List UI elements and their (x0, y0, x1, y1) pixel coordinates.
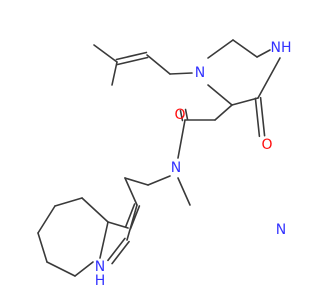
bond-line (231, 97, 259, 106)
bond-line (169, 72, 193, 75)
bond-line (107, 237, 126, 262)
bond-line (115, 51, 148, 61)
atom-label-n-amide: N (171, 160, 181, 176)
atom-label-h-pyrazole: H (95, 273, 106, 289)
atom-label-nh-piperazine-4: NH (271, 40, 292, 56)
bond-line (126, 204, 138, 241)
bond-line (54, 197, 83, 207)
bond-line (232, 39, 258, 58)
bond-line (207, 84, 233, 106)
bond-line (179, 109, 184, 122)
bond-line (37, 232, 48, 263)
bond-line (93, 44, 118, 63)
bond-line (124, 177, 138, 206)
bond-line (124, 203, 136, 228)
bond-line (259, 96, 266, 137)
bond-line (99, 221, 109, 259)
bond-line (111, 61, 118, 86)
bond-line (254, 97, 261, 138)
bond-line (37, 205, 56, 234)
atom-label-o-ketone: O (261, 137, 272, 153)
bond-line (107, 221, 129, 229)
atom-label-n-pyrazole-2: N (276, 222, 286, 238)
bond-line (257, 57, 281, 99)
bond-line (177, 119, 186, 159)
bonds (37, 39, 281, 277)
bond-line (177, 177, 191, 206)
bond-line (81, 197, 109, 223)
bond-line (147, 175, 171, 186)
bond-line (184, 108, 189, 121)
bond-line (116, 56, 149, 66)
bond-line (46, 261, 76, 277)
bond-line (207, 39, 234, 59)
bond-line (124, 177, 149, 186)
bond-line (256, 49, 271, 58)
atom-label-n-pyrazole-1: N (95, 259, 105, 275)
bond-line (111, 240, 130, 265)
atom-label-n-piperazine-1: N (195, 65, 205, 81)
bond-line (146, 54, 171, 75)
atom-label-o-amide: O (174, 107, 185, 123)
bond-line (214, 104, 233, 121)
bond-line (74, 261, 94, 277)
